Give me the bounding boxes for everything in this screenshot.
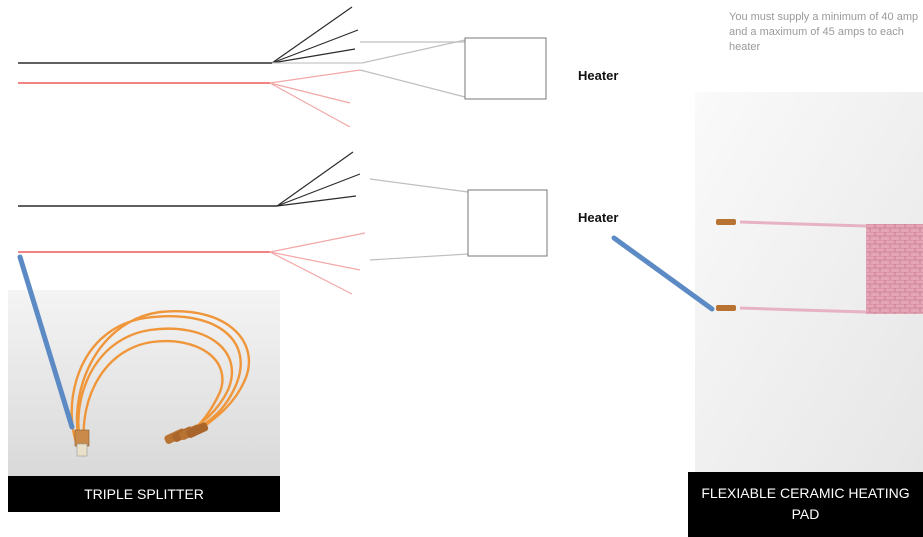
- wiring-group-top: [18, 6, 547, 128]
- triple-splitter-photo: [8, 290, 280, 476]
- connector-pins: [74, 422, 209, 457]
- red-wire-branch: [269, 251, 353, 295]
- pad-lead-tip: [716, 305, 736, 311]
- black-wire-branch: [271, 6, 353, 64]
- red-wire-branch: [269, 232, 366, 253]
- heater-lead: [369, 253, 469, 261]
- ceramic-mesh: [866, 224, 923, 314]
- heater-lead: [359, 69, 466, 98]
- heater-box: [464, 37, 547, 100]
- heater-label-bottom: Heater: [578, 210, 619, 225]
- red-wire-branch: [269, 82, 351, 104]
- current-supply-note: You must supply a minimum of 40 amp and …: [729, 11, 919, 53]
- black-wire-branch: [271, 29, 359, 64]
- wiring-group-bottom: [18, 151, 548, 295]
- black-wire-branch: [276, 173, 361, 207]
- black-wire-branch: [276, 151, 354, 207]
- red-wire-branch: [269, 251, 361, 271]
- pointer-line: [17, 254, 75, 430]
- black-wire-branch: [276, 195, 357, 207]
- heating-pad-caption: FLEXIABLE CERAMIC HEATING PAD: [688, 472, 923, 537]
- pad-lead-tip: [716, 219, 736, 225]
- black-wire-branch: [271, 48, 356, 64]
- heater-box: [467, 189, 548, 257]
- pointer-line: [611, 235, 715, 312]
- red-wire-branch: [269, 82, 351, 128]
- heating-pad-photo: [695, 92, 923, 472]
- triple-splitter-caption: TRIPLE SPLITTER: [8, 476, 280, 512]
- heater-lead: [361, 39, 466, 64]
- heater-label-top: Heater: [578, 68, 619, 83]
- red-wire-branch: [269, 69, 361, 84]
- heater-lead: [369, 178, 469, 193]
